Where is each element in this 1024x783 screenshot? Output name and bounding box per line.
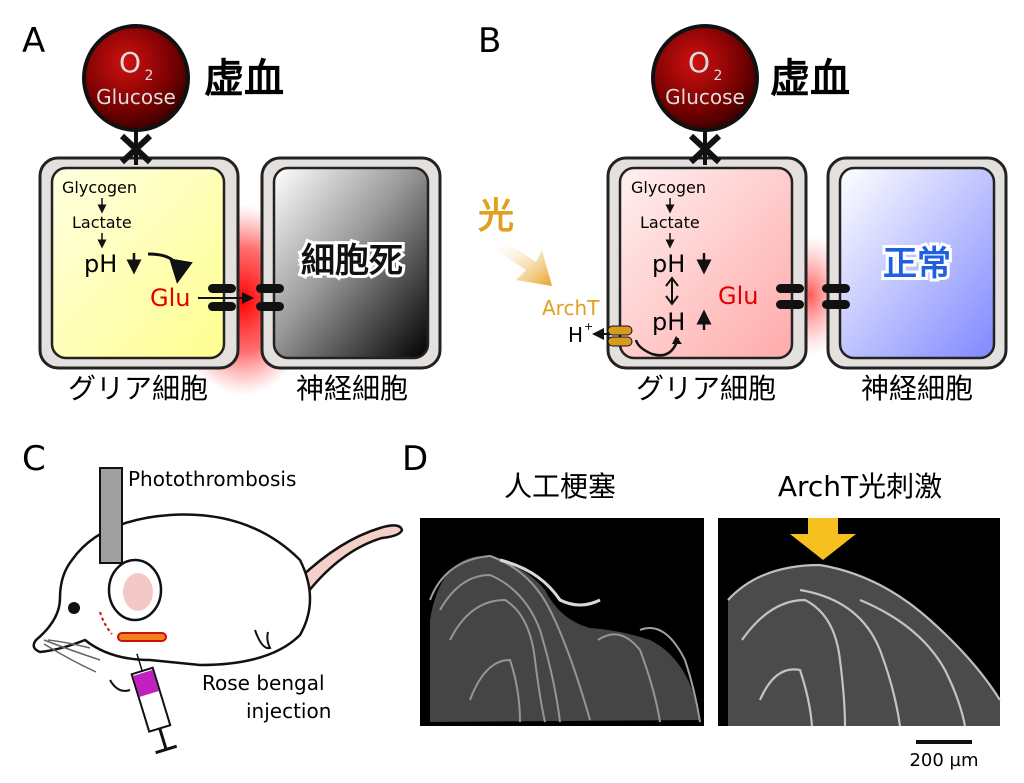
neuron-channel-icon: [256, 284, 284, 293]
mouse-tail: [298, 524, 404, 595]
mouse-ear-inner: [123, 573, 153, 611]
ph-down-label: pH: [652, 250, 685, 278]
neuron-cell-b: [838, 166, 996, 360]
panel-b: B O 2 Glucose 虚血 光 Glycogen Lactate pH p…: [478, 21, 1008, 405]
illumination-site: [117, 632, 167, 642]
oxygen-label: O: [119, 46, 141, 79]
oxygen-label-b: O: [688, 46, 710, 79]
scale-bar-label: 200 µm: [909, 750, 978, 771]
glia-channel-icon: [776, 300, 804, 309]
panel-c-letter: C: [22, 439, 46, 479]
neuron-state-label: 細胞死: [301, 241, 403, 281]
cerebellum-folia-right: [727, 563, 1001, 727]
panel-d: D 人工梗塞 ArchT光刺激: [402, 439, 1001, 771]
cerebellum-tissue-right: [728, 565, 1000, 726]
neuron-state-label-b: 正常: [883, 244, 951, 284]
pump-cycle-arrow: [634, 337, 680, 357]
infarct-surface: [499, 558, 601, 607]
mouse-hind-foot: [254, 629, 272, 650]
glia-channel-icon: [208, 284, 236, 293]
lactate-label-b: Lactate: [640, 213, 700, 232]
syringe-icon: [130, 653, 178, 755]
oxygen-subscript: 2: [145, 68, 154, 84]
ph-up-label: pH: [652, 308, 685, 336]
proton-label: H: [568, 323, 583, 347]
light-pipe: [99, 467, 123, 564]
stimulation-arrow-icon: [790, 518, 856, 560]
glia-caption: グリア細胞: [68, 372, 208, 405]
ph-label: pH: [84, 250, 117, 278]
left-image-title: 人工梗塞: [504, 470, 616, 503]
ph-to-glu-arrow: [147, 252, 193, 284]
glycogen-label: Glycogen: [62, 178, 137, 197]
o2-glucose-ball-b: [651, 24, 759, 132]
archt-pump-icon: [607, 336, 633, 347]
mouse-front-foot: [109, 679, 131, 692]
o2-glucose-ball: [82, 24, 190, 132]
glucose-label: Glucose: [96, 85, 176, 109]
infarct-tissue: [430, 556, 700, 722]
glia-caption-b: グリア細胞: [636, 372, 776, 405]
oxygen-subscript-b: 2: [714, 68, 723, 84]
light-arrow-icon: [492, 238, 552, 286]
panel-b-letter: B: [478, 21, 501, 61]
glycogen-label-b: Glycogen: [631, 178, 706, 197]
mouse-eye-icon: [68, 602, 80, 614]
panel-c: C Photothrombosis Rose bengal injection: [22, 439, 404, 755]
injection-label-line2: injection: [246, 699, 331, 723]
incision-line: [99, 611, 113, 635]
light-label: 光: [478, 196, 514, 237]
injection-label-line1: Rose bengal: [202, 671, 325, 695]
ph-exchange-arrow-icon: [665, 276, 679, 306]
glu-label: Glu: [150, 284, 190, 312]
glucose-label-b: Glucose: [665, 85, 745, 109]
ischemia-label: 虚血: [204, 56, 284, 102]
mouse-whiskers: [43, 639, 101, 673]
ischemia-label-b: 虚血: [770, 56, 850, 102]
photothrombosis-label: Photothrombosis: [128, 467, 296, 491]
proton-superscript: +: [584, 320, 593, 333]
archt-label: ArchT: [542, 296, 600, 320]
right-image-title: ArchT光刺激: [778, 470, 942, 503]
neuron-cell-a: [272, 166, 430, 360]
archt-pump-icon: [607, 325, 633, 336]
block-x-icon: [688, 133, 722, 165]
neuron-channel-icon: [256, 302, 284, 311]
neuron-channel-icon: [822, 284, 850, 293]
block-x-icon: [119, 133, 153, 165]
panel-a-letter: A: [22, 21, 45, 61]
panel-d-letter: D: [402, 439, 428, 479]
neuron-channel-icon: [822, 300, 850, 309]
glia-channel-icon: [208, 302, 236, 311]
glia-channel-icon: [776, 284, 804, 293]
pump-cycle-arrowhead-icon: [672, 336, 682, 344]
neuron-caption: 神経細胞: [296, 372, 408, 405]
glu-label-b: Glu: [718, 282, 758, 310]
lactate-label: Lactate: [72, 213, 132, 232]
neuron-caption-b: 神経細胞: [861, 372, 973, 405]
panel-a: A O 2 Glucose 虚血 Glycogen Lactate pH Glu…: [22, 21, 442, 405]
